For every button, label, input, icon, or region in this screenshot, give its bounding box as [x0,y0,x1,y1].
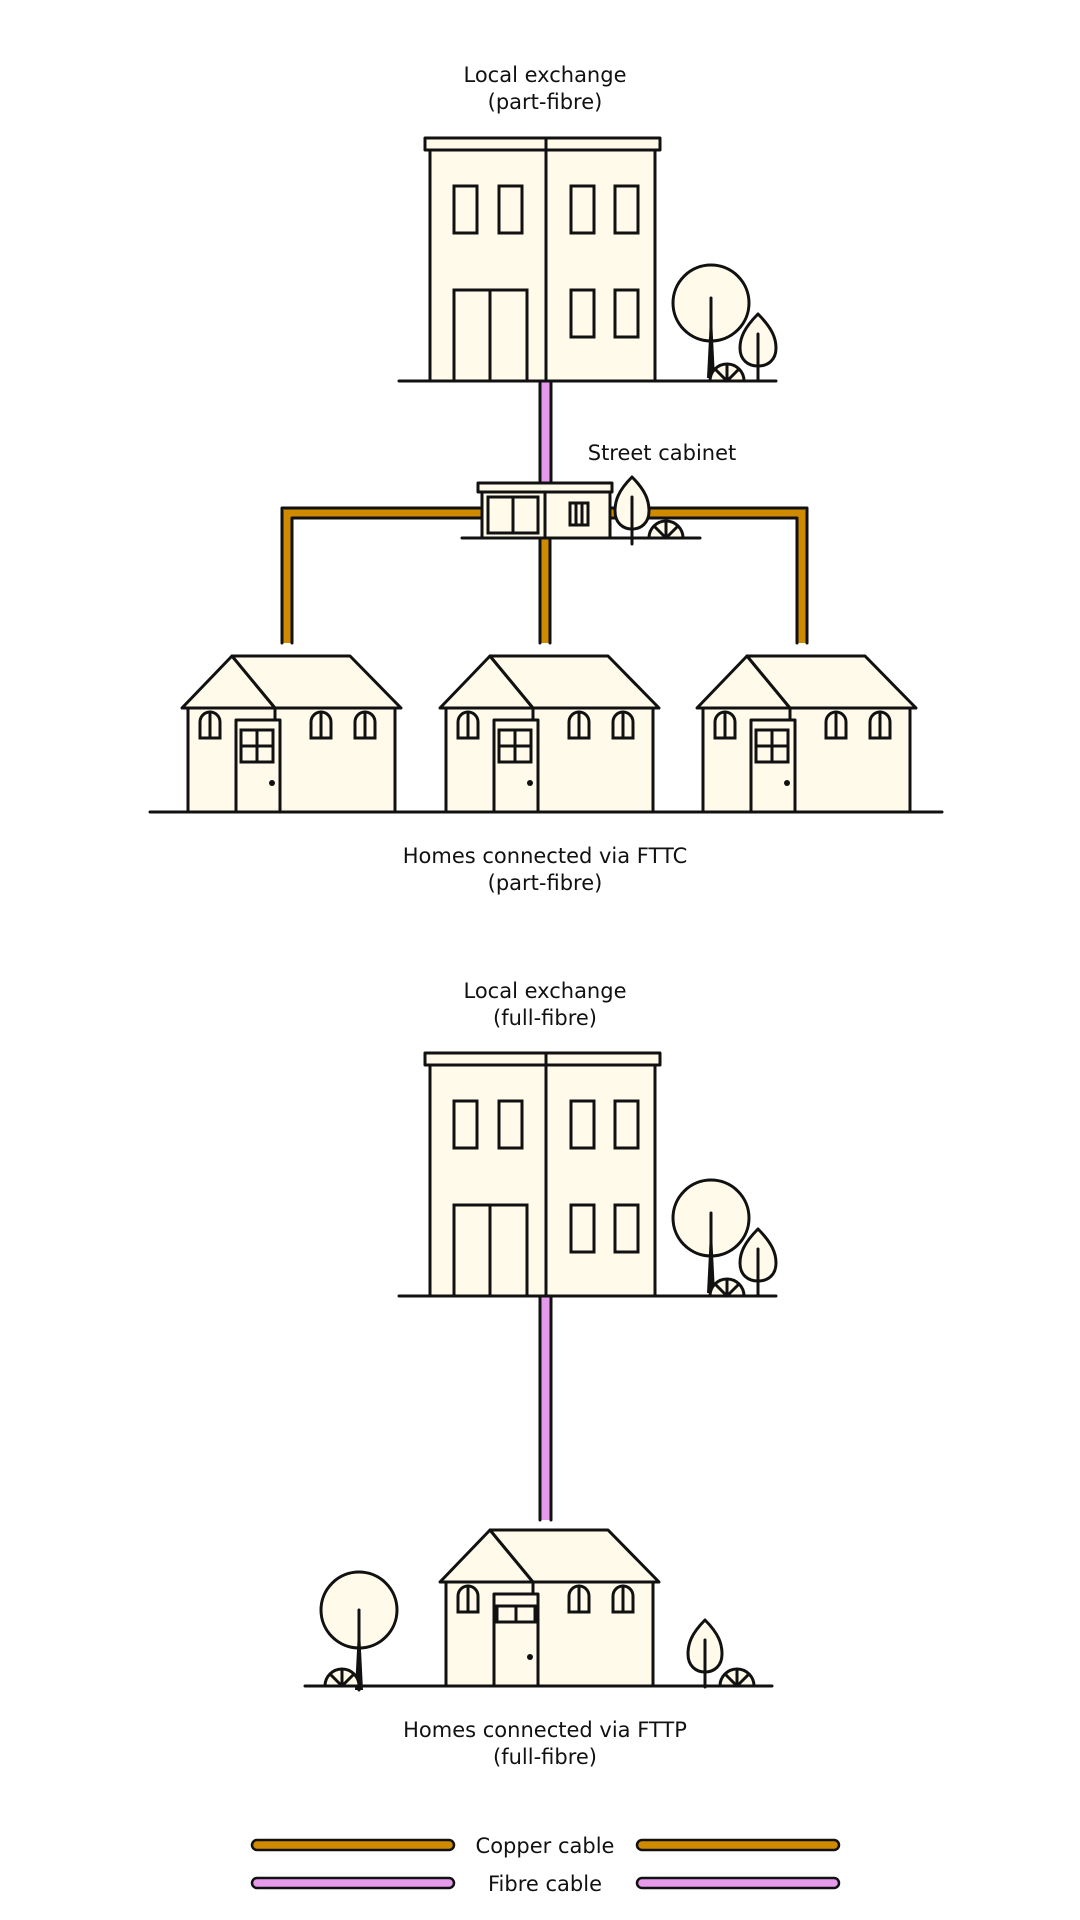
street-cabinet [460,475,702,546]
fttc-fibre-cable [538,379,553,486]
fttp-homes-label-2: (full-fibre) [493,1745,597,1769]
fttc-homes-label-1: Homes connected via FTTC [403,844,688,868]
copper-cable-right [606,508,807,643]
fttc-exchange-label-2: (part-fibre) [488,90,603,114]
fttp-tree-small [686,1618,724,1689]
fttp-homes-label-1: Homes connected via FTTP [403,1718,687,1742]
fttc-homes-label-2: (part-fibre) [488,871,603,895]
copper-cable-left [282,508,483,643]
fttp-exchange-building [397,1051,778,1298]
legend-fibre: Fibre cable [250,1872,841,1896]
fttc-section: Local exchange (part-fibre) Street cabin… [148,63,944,895]
fttc-home-2 [431,654,670,814]
fttp-bush-left [323,1667,361,1688]
fttc-exchange-label-1: Local exchange [464,63,627,87]
legend: Copper cable Fibre cable [250,1834,841,1896]
legend-copper: Copper cable [250,1834,841,1858]
fttp-fibre-cable [538,1293,553,1522]
fttp-section: Local exchange (full-fibre) Homes connec… [303,979,778,1769]
fttp-exchange-label-2: (full-fibre) [493,1006,597,1030]
fttp-home [431,1528,670,1688]
fttc-home-1 [173,654,412,814]
legend-fibre-label: Fibre cable [488,1872,602,1896]
street-cabinet-label: Street cabinet [588,441,737,465]
fttc-exchange-building [397,136,778,383]
legend-copper-label: Copper cable [476,1834,615,1858]
fttp-bush-right [718,1667,756,1688]
fttc-home-3 [688,654,927,814]
fttp-exchange-label-1: Local exchange [464,979,627,1003]
fttc-copper-cables [280,506,809,645]
